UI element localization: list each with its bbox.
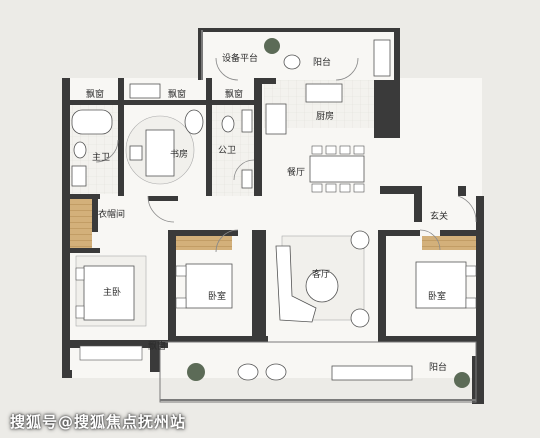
closet-label: 衣帽间 [98,210,126,220]
plant [264,38,280,54]
closet-wardrobe [70,198,92,248]
study-label: 书房 [170,150,189,160]
bay-window-2-label: 飘窗 [168,90,187,100]
fridge [373,39,391,77]
dining-label: 餐厅 [287,168,306,178]
toilet [221,115,235,133]
sofa [275,245,317,323]
bedroom1-wardrobe [176,236,232,250]
bay-cushion [79,345,143,361]
balcony-top-label: 阳台 [313,58,332,68]
balconies [159,30,477,403]
entrance-label: 玄关 [430,212,449,222]
lounge-chair [184,109,204,135]
bay-window-1-label: 飘窗 [86,90,105,100]
armchair [350,308,370,328]
plant [187,363,205,381]
walls [62,28,484,404]
basin [71,165,87,187]
public-bath-label: 公卫 [218,146,237,156]
stove [265,103,287,135]
furniture [71,38,477,388]
sink [305,83,343,103]
coffee-table [305,269,339,303]
bay-window-3-label: 飘窗 [225,90,244,100]
master-bath-label: 主卫 [92,153,111,163]
door-swings [95,57,477,253]
bed [415,261,467,309]
balcony-bottom-label: 阳台 [429,363,448,373]
bathtub [71,109,113,135]
dining-chairs [311,145,365,193]
basin [241,109,253,133]
living-room-label: 客厅 [312,270,331,280]
equipment-platform-label: 设备平台 [222,54,259,64]
toilet [73,141,87,159]
washer [241,169,253,189]
bedroom2-wardrobe [422,236,478,250]
bed [185,263,233,309]
armchair [350,230,370,250]
bay-window-4-label: 飘窗 [148,342,167,352]
dining-table [309,155,365,183]
kitchen-label: 厨房 [316,112,335,122]
bay-cushion [129,83,161,99]
master-bedroom-label: 主卧 [103,288,122,298]
balcony-bench [331,365,413,381]
bedroom-2-label: 卧室 [428,292,447,302]
watermark: 搜狐号@搜狐焦点抚州站 [10,413,187,431]
chair [129,145,143,161]
bedroom-1-label: 卧室 [208,292,227,302]
desk [145,129,175,177]
plant [454,372,470,388]
bed [83,265,135,321]
